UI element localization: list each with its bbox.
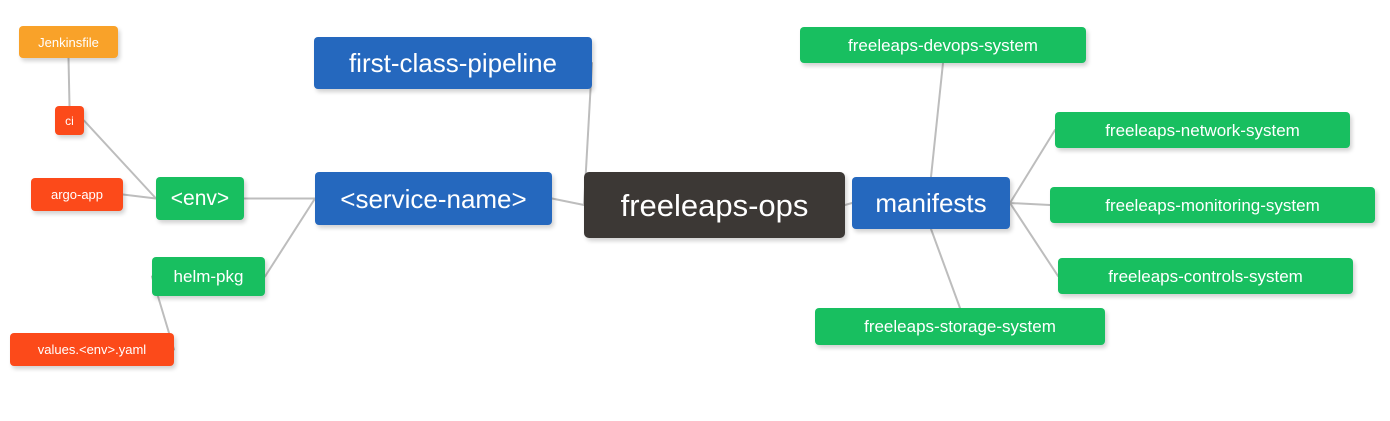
mindmap-node-label: <env>	[170, 187, 230, 210]
mindmap-node-label: freeleaps-storage-system	[864, 317, 1056, 336]
edge-manifests-to-freeleaps-network-system	[1009, 129, 1056, 204]
mindmap-node-label: argo-app	[50, 187, 104, 202]
edge-manifests-to-freeleaps-devops-system	[930, 62, 944, 178]
mindmap-node-env[interactable]: <env>	[156, 177, 244, 220]
mindmap-node-first-class-pipeline[interactable]: first-class-pipeline	[314, 37, 592, 89]
mindmap-node-ci[interactable]: ci	[55, 106, 84, 135]
mindmap-node-manifests[interactable]: manifests	[852, 177, 1010, 229]
mindmap-node-freeleaps-monitoring-system[interactable]: freeleaps-monitoring-system	[1050, 187, 1375, 223]
mindmap-node-label: freeleaps-ops	[620, 187, 809, 223]
mindmap-node-label: freeleaps-devops-system	[848, 35, 1038, 55]
mindmap-node-values-env-yaml[interactable]: values.<env>.yaml	[10, 333, 174, 366]
mindmap-node-argo-app[interactable]: argo-app	[31, 178, 123, 211]
edge-freeleaps-ops-to-manifests	[844, 202, 853, 206]
mindmap-node-service-name[interactable]: <service-name>	[315, 172, 552, 225]
edge-manifests-to-freeleaps-storage-system	[930, 228, 961, 309]
mindmap-node-helm-pkg[interactable]: helm-pkg	[152, 257, 265, 296]
edge-env-to-argo-app	[122, 193, 157, 200]
mindmap-node-label: ci	[65, 113, 74, 128]
mindmap-node-label: freeleaps-monitoring-system	[1105, 195, 1320, 215]
mindmap-node-freeleaps-network-system[interactable]: freeleaps-network-system	[1055, 112, 1350, 148]
mindmap-node-label: first-class-pipeline	[348, 48, 558, 78]
mindmap-node-jenkinsfile[interactable]: Jenkinsfile	[19, 26, 118, 58]
mindmap-node-freeleaps-ops[interactable]: freeleaps-ops	[584, 172, 845, 238]
mindmap-node-label: <service-name>	[340, 183, 527, 214]
edge-service-name-to-helm-pkg	[264, 197, 316, 278]
mindmap-node-label: freeleaps-network-system	[1105, 120, 1300, 140]
mindmap-node-freeleaps-storage-system[interactable]: freeleaps-storage-system	[815, 308, 1105, 345]
mindmap-node-label: helm-pkg	[173, 267, 244, 286]
mindmap-node-label: freeleaps-controls-system	[1108, 266, 1303, 286]
mindmap-node-label: Jenkinsfile	[38, 34, 99, 50]
edge-ci-to-jenkinsfile	[67, 57, 71, 107]
mindmap-node-label: manifests	[875, 188, 987, 218]
mindmap-node-label: values.<env>.yaml	[37, 342, 147, 357]
edge-manifests-to-freeleaps-monitoring-system	[1009, 202, 1051, 206]
edge-freeleaps-ops-to-service-name	[551, 197, 585, 206]
mindmap-node-freeleaps-controls-system[interactable]: freeleaps-controls-system	[1058, 258, 1353, 294]
mindmap-node-freeleaps-devops-system[interactable]: freeleaps-devops-system	[800, 27, 1086, 63]
